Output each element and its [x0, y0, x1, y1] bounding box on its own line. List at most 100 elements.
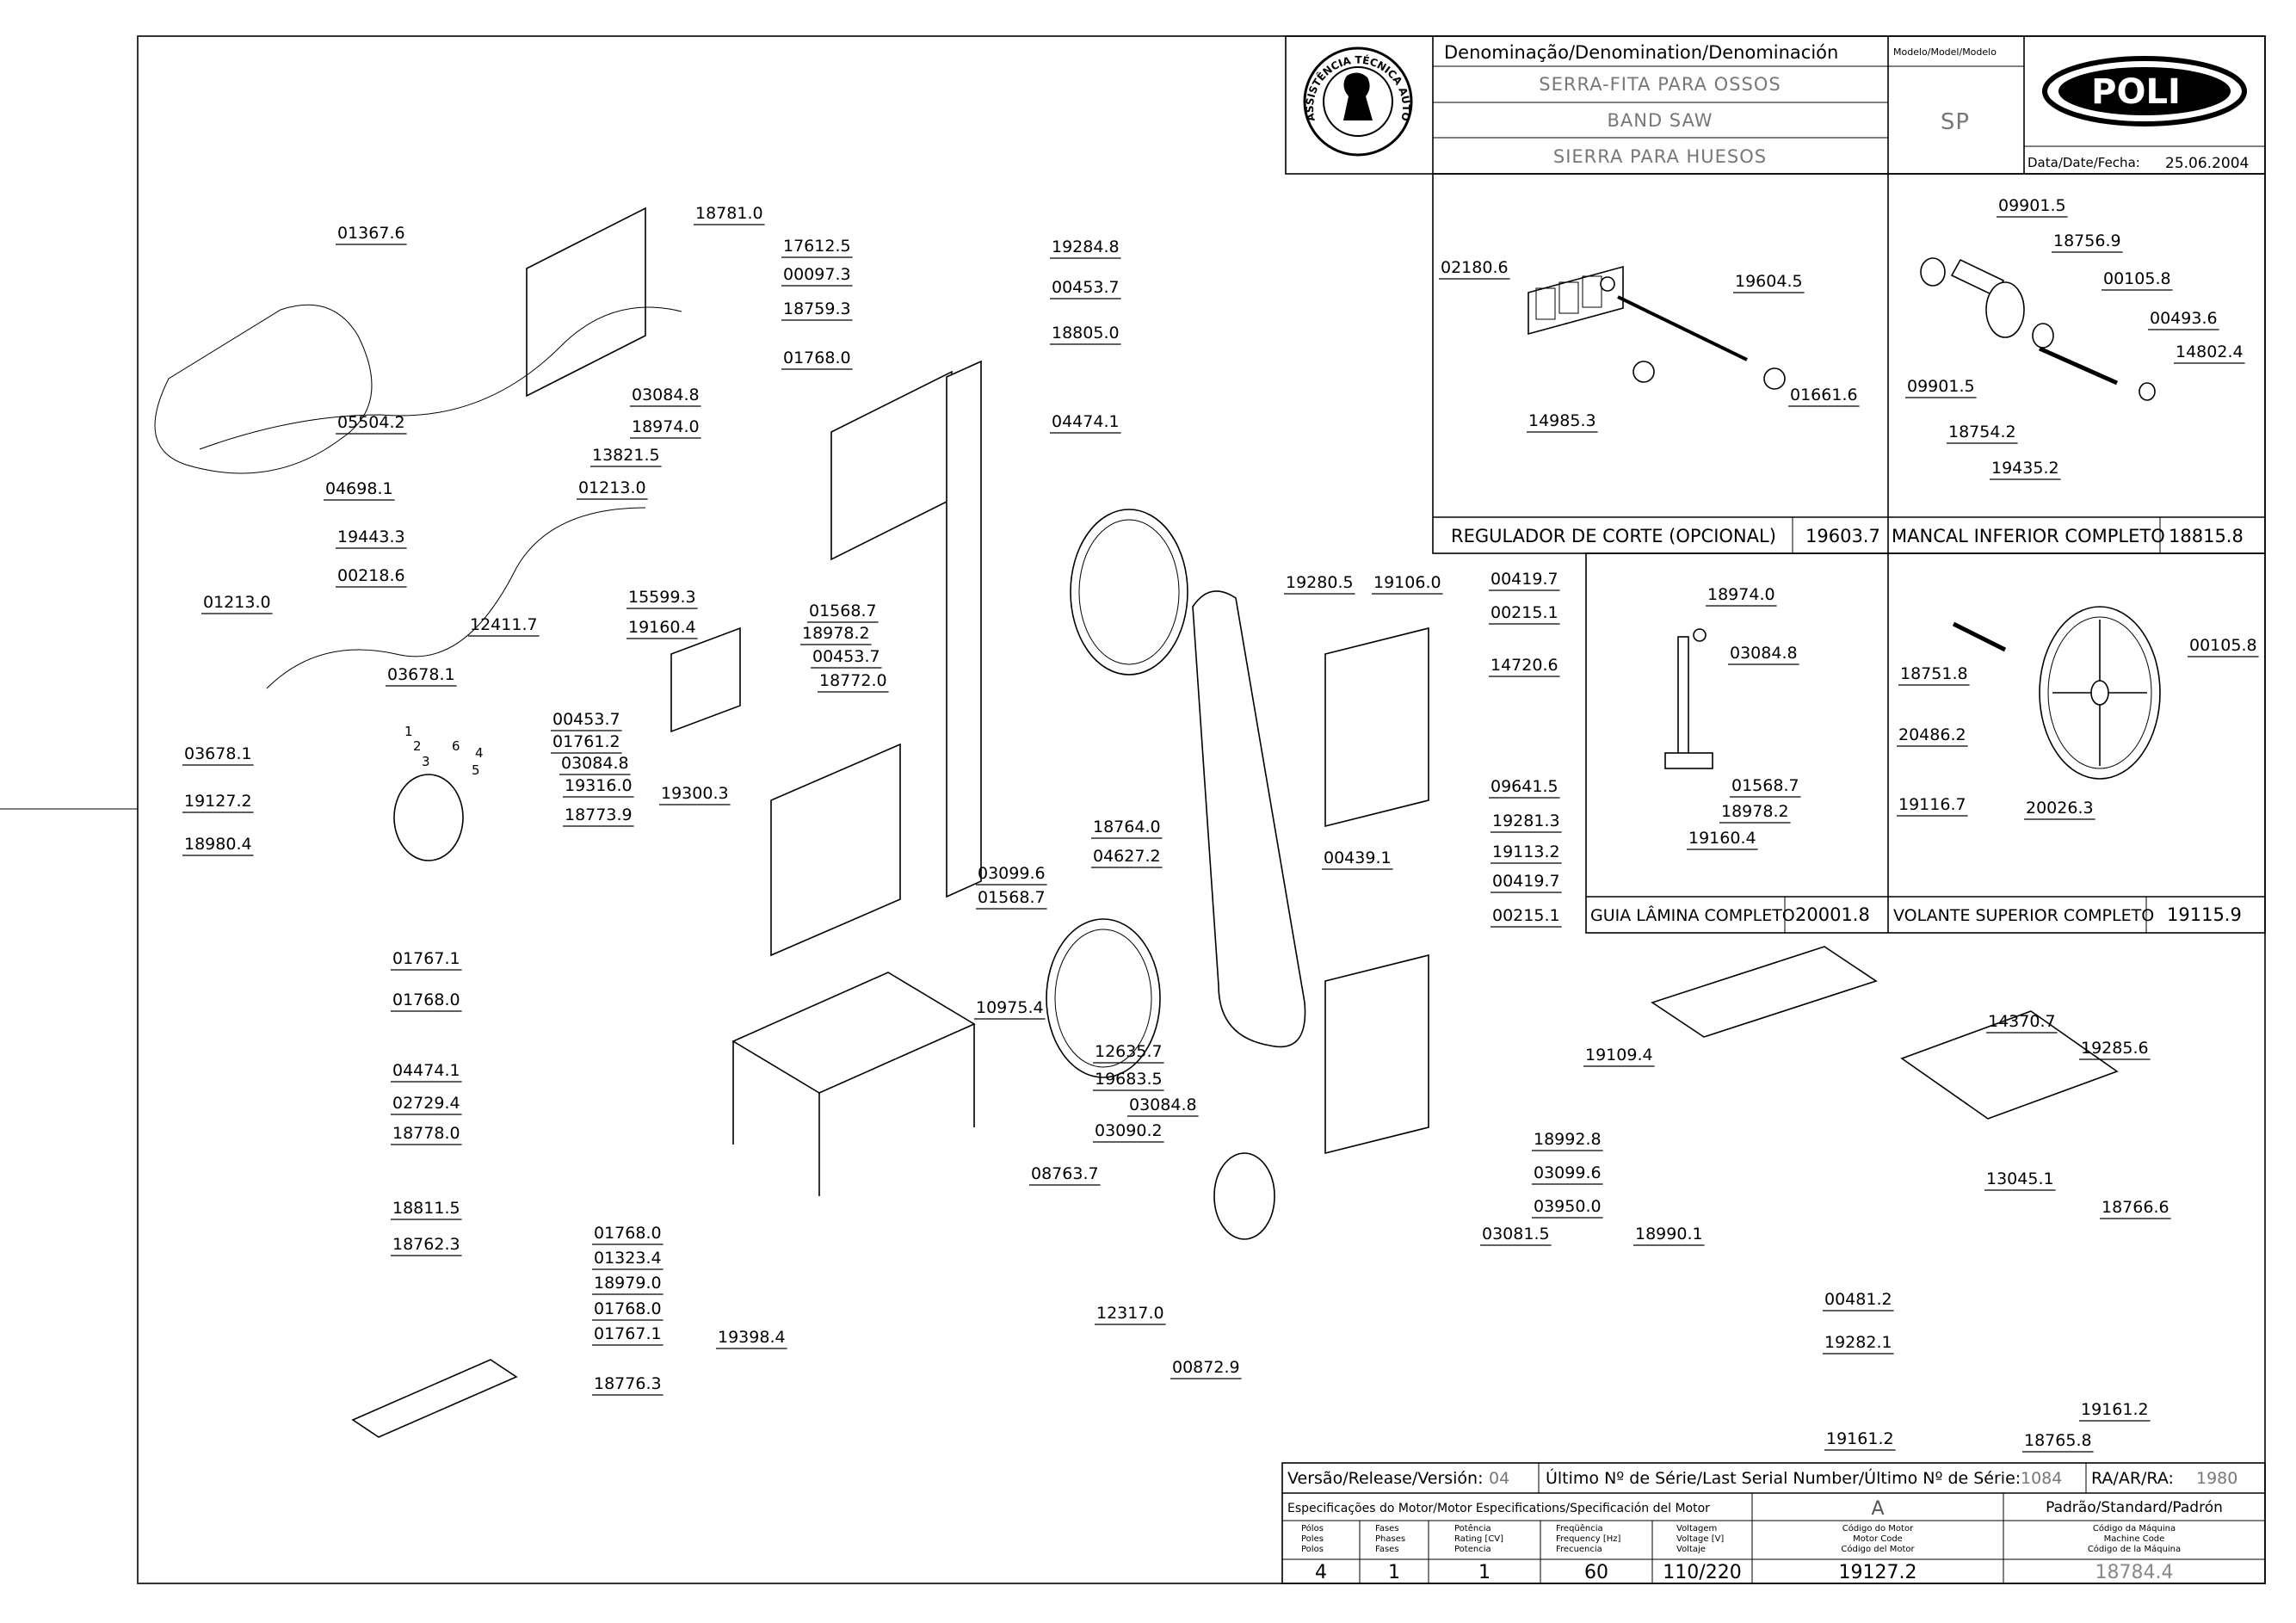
callout: 14802.4: [2176, 342, 2244, 361]
part-tray-19285: [1900, 1010, 2119, 1120]
assembly-title-guia: GUIA LÂMINA COMPLETO: [1590, 905, 1795, 925]
callout: 20026.3: [2026, 799, 2094, 818]
machine-code-value: 18784.4: [2095, 1562, 2174, 1583]
callout: 01768.0: [594, 1224, 662, 1243]
callout: 13045.1: [1986, 1169, 2054, 1188]
callout: 03678.1: [387, 665, 455, 684]
assembly-title-mancal: MANCAL INFERIOR COMPLETO: [1892, 526, 2165, 546]
callout: 19285.6: [2081, 1039, 2149, 1058]
callout: 13821.5: [592, 446, 660, 465]
callout: 18762.3: [392, 1235, 460, 1254]
callout: 01568.7: [1731, 776, 1799, 795]
callout: 18979.0: [594, 1274, 662, 1293]
callout: 19106.0: [1373, 573, 1441, 592]
svg-text:Freqüência: Freqüência: [1556, 1523, 1603, 1534]
callout: 03084.8: [632, 386, 700, 404]
callout: 00215.1: [1491, 603, 1558, 622]
wire-number: 5: [472, 762, 480, 778]
callout: 00419.7: [1492, 872, 1560, 891]
callout: 19160.4: [1688, 829, 1756, 848]
callout: 00097.3: [783, 265, 851, 284]
callout: 18978.2: [1721, 802, 1789, 821]
callout: 04474.1: [1052, 412, 1120, 431]
wire-number: 1: [404, 724, 413, 739]
callout: 01213.0: [203, 593, 271, 612]
svg-text:Fases: Fases: [1375, 1524, 1399, 1534]
callout: 03084.8: [1730, 644, 1798, 663]
svg-text:POLI: POLI: [2091, 72, 2181, 112]
part-blade-00439: [1192, 590, 1306, 1048]
name-es: SIERRA PARA HUESOS: [1553, 146, 1767, 167]
callout: 18974.0: [1707, 585, 1775, 604]
callout: 00439.1: [1324, 849, 1392, 867]
assembly-code-volante: 19115.9: [2167, 904, 2242, 925]
callout: 00105.8: [2189, 636, 2257, 655]
part-tray-19109: [1651, 946, 1878, 1038]
callout: 19127.2: [184, 792, 252, 811]
callout: 18978.2: [802, 624, 870, 643]
callout: 04698.1: [325, 479, 393, 498]
callout-labels: 01367.6 18781.0 05504.2 04698.1 19443.3 …: [182, 196, 2259, 1453]
motor-spec-label: Especificações do Motor/Motor Especifica…: [1287, 1502, 1710, 1515]
callout: 18781.0: [695, 204, 763, 223]
callout: 03099.6: [978, 864, 1046, 883]
callout: 02729.4: [392, 1094, 460, 1113]
poli-logo: POLI: [2042, 56, 2247, 127]
callout: 10975.4: [976, 998, 1044, 1017]
callout: 00453.7: [1052, 278, 1120, 297]
assembly-code-mancal: 18815.8: [2169, 526, 2244, 546]
mechanic-icon: [1343, 72, 1373, 120]
callout: 19443.3: [337, 528, 405, 546]
callout: 19113.2: [1492, 842, 1560, 861]
svg-text:Rating [CV]: Rating [CV]: [1454, 1534, 1503, 1544]
callout: 19116.7: [1898, 795, 1966, 814]
callout: 18756.9: [2053, 231, 2121, 250]
title-block: Denominação/Denomination/Denominación Mo…: [0, 0, 2266, 175]
callout: 03084.8: [1129, 1095, 1197, 1114]
version-label: Versão/Release/Versión:: [1287, 1469, 1484, 1488]
wire-number: 3: [422, 754, 430, 769]
callout: 00872.9: [1172, 1358, 1240, 1377]
part-cover-18781: [526, 207, 646, 398]
callout: 18766.6: [2102, 1198, 2169, 1217]
frequency-value: 60: [1584, 1562, 1608, 1583]
svg-text:Voltaje: Voltaje: [1676, 1545, 1706, 1554]
svg-text:ASSISTÊNCIA TÉCNICA AUTORIZADA: ASSISTÊNCIA TÉCNICA AUTORIZADA: [0, 0, 1412, 122]
part-lower-wheel: [1046, 918, 1161, 1078]
callout: 19300.3: [661, 784, 729, 803]
ra-label: RA/AR/RA:: [2091, 1469, 2174, 1488]
callout: 18778.0: [392, 1124, 460, 1143]
callout: 19316.0: [565, 776, 633, 795]
svg-text:Voltage [V]: Voltage [V]: [1676, 1534, 1724, 1544]
serial-value: 1084: [2021, 1469, 2062, 1488]
callout: 18776.3: [594, 1374, 662, 1393]
svg-text:Frequency [Hz]: Frequency [Hz]: [1556, 1534, 1621, 1544]
part-plate-18776: [351, 1359, 518, 1438]
callout: 09901.5: [1907, 377, 1975, 396]
callout: 01761.2: [552, 732, 620, 751]
callout: 04474.1: [392, 1061, 460, 1080]
callout: 19109.4: [1585, 1046, 1653, 1065]
callout: 09641.5: [1491, 777, 1558, 796]
callout: 01768.0: [392, 990, 460, 1009]
mancal-drawing: [1920, 257, 2156, 401]
callout: 18751.8: [1900, 664, 1968, 683]
model-value: SP: [1941, 109, 1970, 135]
part-table-18762: [731, 972, 976, 1094]
name-pt: SERRA-FITA PARA OSSOS: [1539, 74, 1781, 95]
svg-text:Machine Code: Machine Code: [2104, 1534, 2165, 1544]
motor-code-value: 19127.2: [1839, 1562, 1917, 1583]
callout: 18974.0: [632, 417, 700, 436]
svg-text:Potencia: Potencia: [1454, 1545, 1491, 1554]
electrical-harness: [154, 304, 373, 474]
guia-drawing: [1664, 628, 1713, 769]
part-door-lower: [1324, 953, 1429, 1155]
callout: 01213.0: [578, 478, 646, 497]
callout: 14370.7: [1988, 1012, 2056, 1031]
assembly-title-volante: VOLANTE SUPERIOR COMPLETO: [1893, 906, 2154, 925]
callout: 19281.3: [1492, 812, 1560, 830]
poles-value: 4: [1315, 1562, 1327, 1583]
callout: 08763.7: [1031, 1164, 1099, 1183]
callout: 15599.3: [628, 588, 696, 607]
